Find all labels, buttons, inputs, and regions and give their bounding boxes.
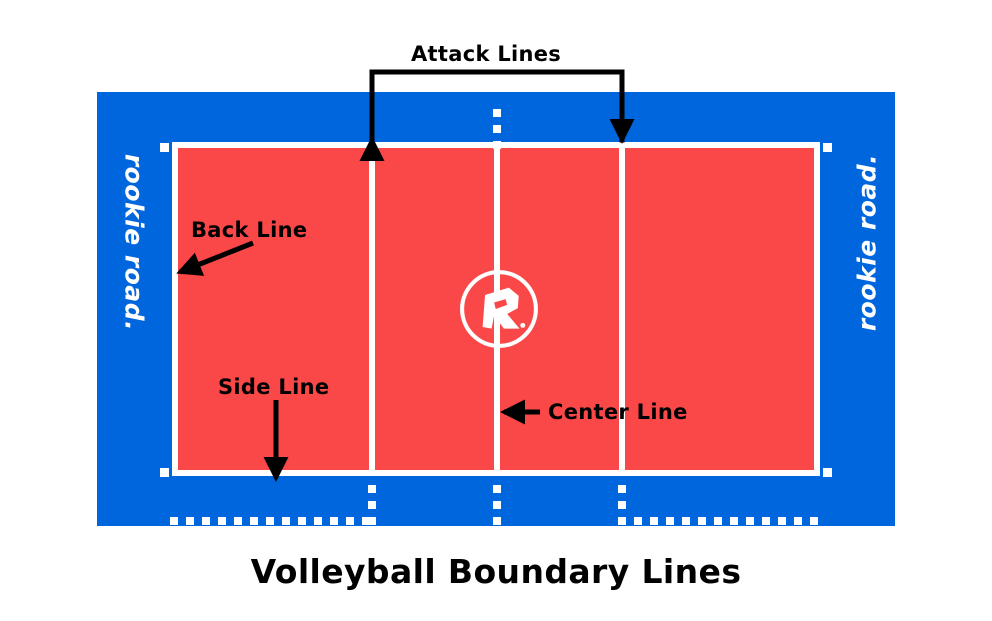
dot-baseline-left (186, 517, 194, 525)
wordmark-right: rookie road. (852, 153, 882, 332)
label-attack-lines: Attack Lines (411, 42, 562, 66)
dot-baseline-right (634, 517, 642, 525)
wordmark-left: rookie road. (119, 153, 149, 332)
dot-attack-right-bottom (618, 485, 626, 493)
dot-baseline-right (650, 517, 658, 525)
label-back-line: Back Line (191, 218, 308, 242)
dot-center-bottom (493, 485, 501, 493)
dot-attack-left-bottom (368, 501, 376, 509)
dot-baseline-left (298, 517, 306, 525)
label-center-line: Center Line (548, 400, 688, 424)
corner-marker-bottom-right (823, 468, 832, 477)
dot-baseline-right (698, 517, 706, 525)
attack-line-left (369, 148, 375, 470)
dot-baseline-left (202, 517, 210, 525)
dot-baseline-left (282, 517, 290, 525)
dot-baseline-right (746, 517, 754, 525)
dot-attack-left-bottom (368, 517, 376, 525)
dot-baseline-right (666, 517, 674, 525)
dot-baseline-right (778, 517, 786, 525)
dot-baseline-right (714, 517, 722, 525)
dot-baseline-left (170, 517, 178, 525)
dot-baseline-right (810, 517, 818, 525)
label-side-line: Side Line (218, 375, 330, 399)
dot-center-bottom (493, 517, 501, 525)
figure-caption: Volleyball Boundary Lines (250, 552, 742, 591)
rookie-road-logo-icon (458, 268, 540, 350)
dot-attack-right-bottom (618, 501, 626, 509)
corner-marker-top-left (160, 143, 169, 152)
dot-attack-left-bottom (368, 485, 376, 493)
dot-center-top (493, 125, 501, 133)
dot-baseline-left (362, 517, 370, 525)
corner-marker-bottom-left (160, 468, 169, 477)
attack-line-right (619, 148, 625, 470)
corner-marker-top-right (823, 143, 832, 152)
dot-baseline-left (250, 517, 258, 525)
dot-baseline-right (794, 517, 802, 525)
dot-baseline-left (218, 517, 226, 525)
dot-baseline-left (330, 517, 338, 525)
dot-baseline-right (730, 517, 738, 525)
dot-baseline-left (234, 517, 242, 525)
dot-center-top (493, 141, 501, 149)
dot-baseline-right (762, 517, 770, 525)
dot-center-bottom (493, 501, 501, 509)
dot-baseline-left (266, 517, 274, 525)
dot-baseline-right (618, 517, 626, 525)
dot-baseline-left (314, 517, 322, 525)
dot-center-top (493, 109, 501, 117)
dot-baseline-left (346, 517, 354, 525)
dot-baseline-right (682, 517, 690, 525)
